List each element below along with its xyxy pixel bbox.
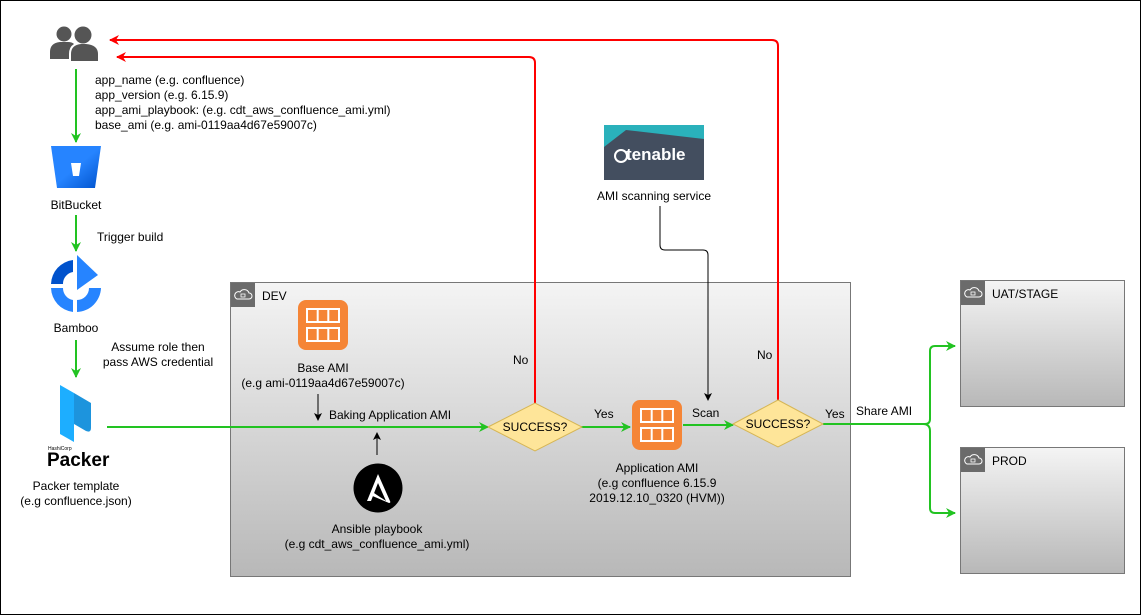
packer-icon: [60, 385, 91, 442]
packer-brand: Packer: [47, 450, 110, 471]
base-ami-icon: [298, 300, 348, 350]
ansible-icon: [353, 463, 403, 513]
bamboo-label: Bamboo: [53, 321, 99, 335]
ansible-label-1: Ansible playbook: [331, 522, 423, 536]
tenable-brand: tenable: [626, 145, 686, 164]
decision1-no-arrow: [116, 52, 536, 403]
decision2-yes-label: Yes: [825, 407, 845, 421]
decision2-label: SUCCESS?: [745, 417, 811, 431]
share-prod-arrow: [922, 423, 956, 518]
decision2-no-label: No: [757, 348, 773, 362]
packer-brand-small: HashiCorp: [48, 446, 72, 452]
decision1-label: SUCCESS?: [502, 420, 568, 434]
base-ami-label-2: (e.g ami-0119aa4d67e59007c): [241, 376, 405, 390]
param-app-ami-playbook: app_ami_playbook: (e.g. cdt_aws_confluen…: [95, 103, 391, 117]
ansible-label-2: (e.g cdt_aws_confluence_ami.yml): [284, 537, 470, 551]
param-app-version: app_version (e.g. 6.15.9): [95, 88, 229, 102]
application-ami-label-3: 2019.12.10_0320 (HVM)): [589, 491, 725, 505]
tenable-label: AMI scanning service: [596, 189, 712, 203]
assume-role-label-2: pass AWS credential: [102, 355, 214, 369]
decision2-diamond: [731, 399, 825, 448]
tenable-scan-arrow: [659, 206, 712, 401]
application-ami-icon: [632, 400, 682, 450]
cloud-lock-icon: [961, 448, 985, 472]
uat-environment: UAT/STAGE: [960, 280, 1125, 407]
tenable-logo: [604, 125, 704, 180]
cloud-lock-icon: [961, 281, 985, 305]
base-ami-label-1: Base AMI: [297, 361, 349, 375]
bitbucket-label: BitBucket: [50, 198, 102, 212]
assume-role-label-1: Assume role then: [111, 340, 205, 354]
prod-environment: PROD: [960, 447, 1125, 574]
param-app-name: app_name (e.g. confluence): [95, 73, 245, 87]
prod-label: PROD: [992, 454, 1027, 468]
decision1-diamond: [486, 402, 584, 452]
dev-label: DEV: [262, 289, 287, 303]
packer-template-label-2: (e.g confluence.json): [20, 494, 132, 508]
decision1-yes-label: Yes: [594, 407, 614, 421]
application-ami-label-2: (e.g confluence 6.15.9: [597, 476, 717, 490]
scan-label: Scan: [692, 406, 720, 420]
users-icon: [50, 26, 98, 61]
bamboo-icon: [51, 255, 101, 312]
decision2-no-arrow: [109, 35, 779, 400]
uat-label: UAT/STAGE: [992, 287, 1059, 301]
baking-label: Baking Application AMI: [329, 408, 452, 422]
share-ami-label: Share AMI: [856, 404, 913, 418]
cloud-lock-icon: [231, 283, 255, 307]
bitbucket-icon: [51, 146, 101, 188]
trigger-build-label: Trigger build: [97, 230, 164, 244]
param-base-ami: base_ami (e.g. ami-0119aa4d67e59007c): [95, 118, 317, 132]
application-ami-label-1: Application AMI: [615, 461, 699, 475]
decision1-no-label: No: [513, 353, 529, 367]
packer-template-label-1: Packer template: [32, 479, 120, 493]
